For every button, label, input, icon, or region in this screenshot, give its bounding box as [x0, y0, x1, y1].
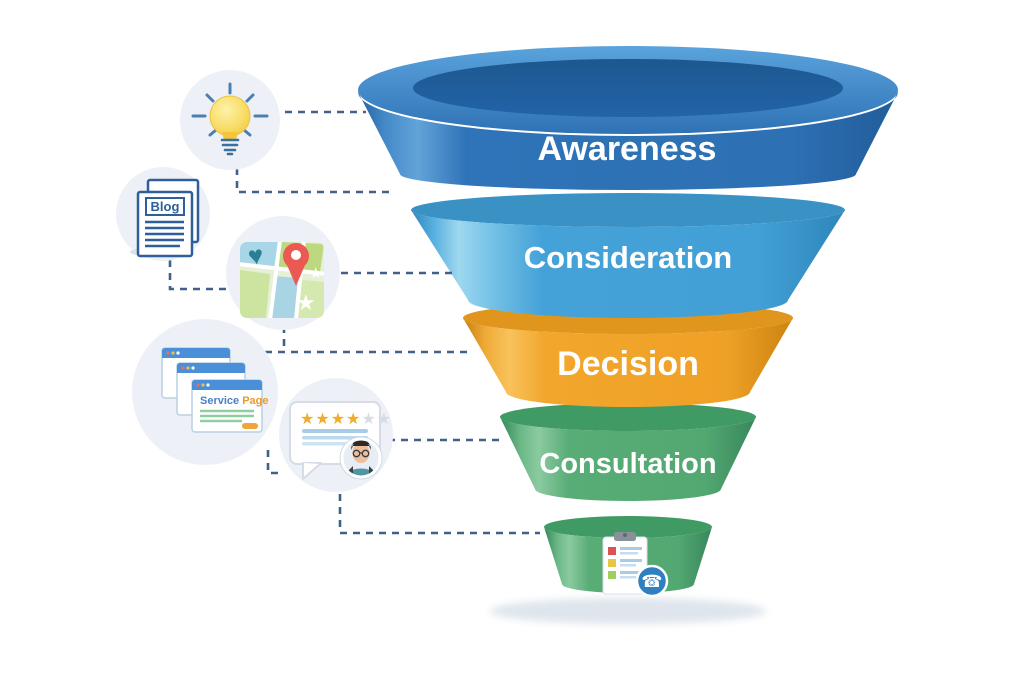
bulb-base: [220, 138, 240, 156]
contact-stage-icons: ☎: [602, 532, 669, 598]
blog-title-box: [145, 197, 185, 216]
lightbulb-icon: [191, 82, 269, 156]
blog-text-lines: [145, 220, 184, 248]
phone-icon: ☎: [635, 564, 669, 598]
connector-lightbulb-consideration: [235, 168, 395, 194]
review-stars: ★★★★★★: [300, 411, 392, 428]
bulb-glass: [209, 95, 251, 137]
funnel-stage-consideration: Consideration: [411, 193, 845, 318]
map-location-icon: ♥ ★ ★: [240, 239, 324, 318]
stage-label-consultation: Consultation: [539, 448, 716, 480]
bulb-neck: [222, 132, 238, 140]
connector-servicepage-review: [266, 450, 281, 475]
stage-label-decision: Decision: [557, 345, 699, 383]
svg-text:☎: ☎: [641, 572, 662, 591]
map-pin: [283, 243, 309, 286]
funnel-stage-consultation: Consultation: [500, 403, 756, 501]
blog-label: Blog: [151, 199, 180, 214]
clipboard-lines: [620, 547, 642, 579]
service-page-title: Service Page: [200, 395, 269, 407]
connector-lines: [168, 110, 540, 535]
service-page-lines: [200, 409, 254, 423]
map-star-large: ★: [296, 290, 316, 315]
funnel-shadow: [490, 598, 766, 624]
review-icon: ★★★★★★: [289, 401, 392, 480]
bulb-rays: [191, 82, 269, 137]
stage-label-awareness: Awareness: [538, 130, 717, 168]
review-avatar: [339, 436, 383, 480]
blog-icon: Blog: [130, 178, 200, 258]
funnel-opening: [413, 59, 843, 117]
service-page-icon: Service Page: [161, 347, 269, 433]
service-page-button: [242, 423, 258, 429]
funnel-stage-awareness: Awareness: [358, 46, 898, 190]
connector-blog-map: [168, 260, 230, 291]
browser-window-front: Service Page: [191, 379, 269, 433]
connector-review-contact: [338, 494, 540, 535]
map-heart-marker: ♥: [246, 239, 265, 271]
stage-label-consideration: Consideration: [524, 240, 732, 275]
map-star-small: ★: [309, 265, 322, 282]
